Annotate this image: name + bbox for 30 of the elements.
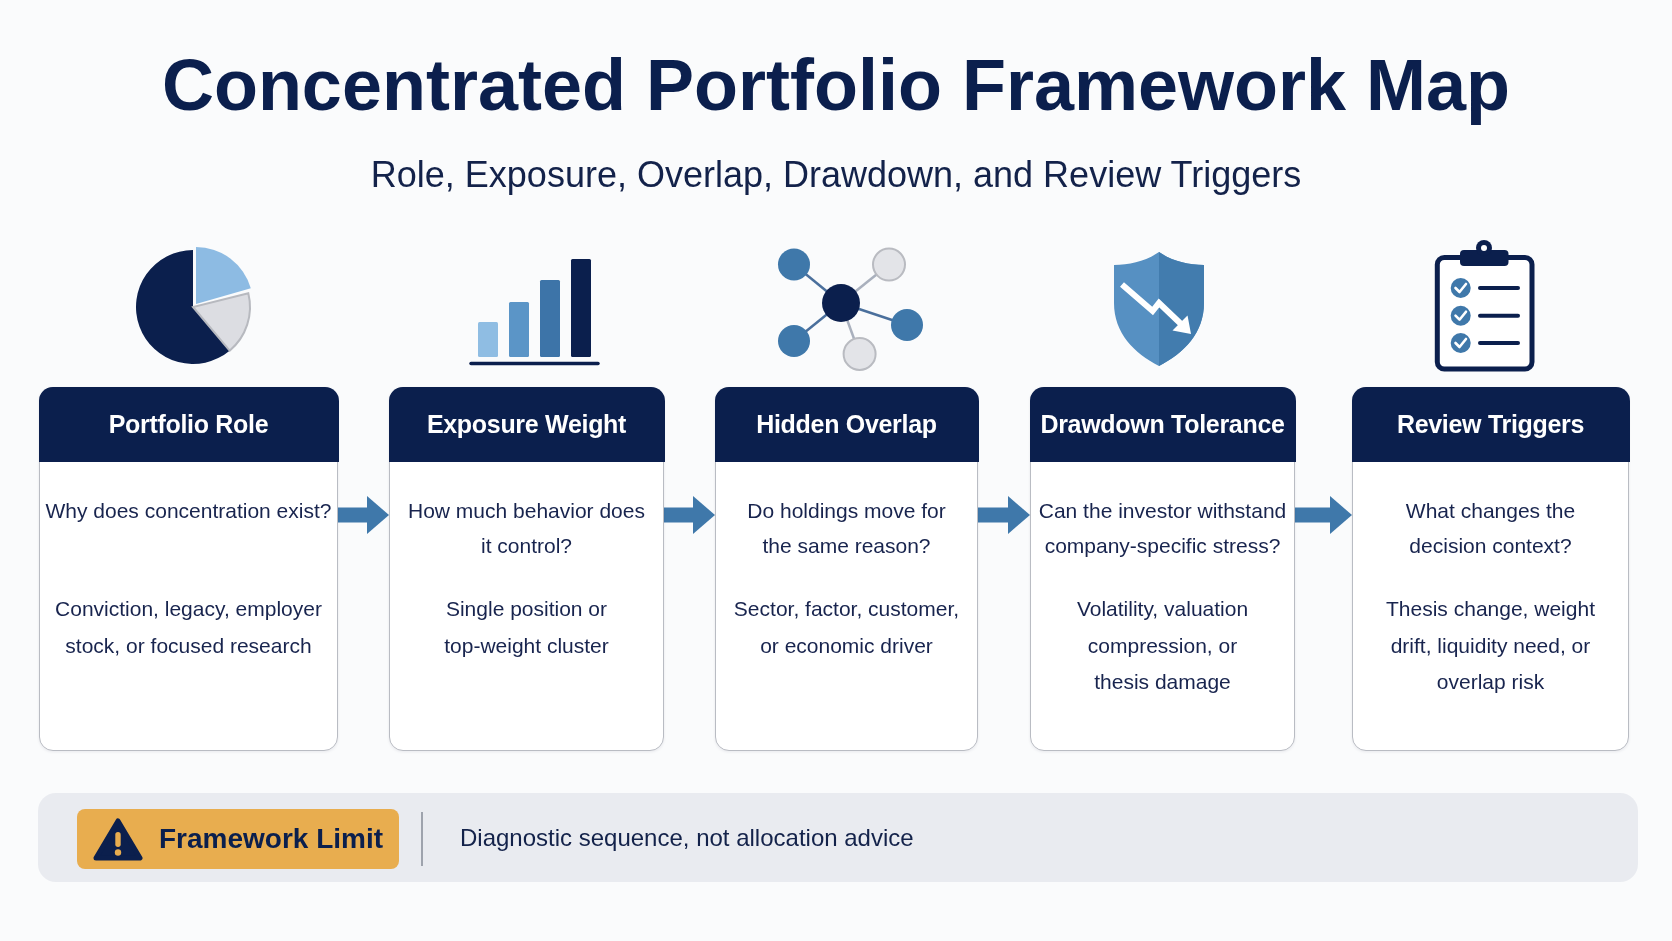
note-text: Diagnostic sequence, not allocation advice — [460, 823, 914, 853]
warning-badge — [77, 809, 399, 869]
question-text: Can the investor withstand company-specific stress? — [1037, 498, 1288, 559]
detail-text: Thesis change, weight drift, liquidity need, or overlap risk — [1385, 596, 1596, 695]
arrow — [1295, 496, 1352, 534]
step-card — [389, 387, 664, 751]
card-header: Review Triggers — [1351, 386, 1630, 462]
question-text: Do holdings move for the same reason? — [746, 498, 947, 559]
detail-text: Single position or top-weight cluster — [443, 596, 610, 659]
step-card — [1352, 387, 1629, 751]
question-text: How much behavior does it control? — [407, 498, 646, 559]
title: Concentrated Portfolio Framework Map — [161, 44, 1511, 127]
badge-label: Framework Limit — [159, 822, 384, 856]
step-card — [715, 387, 978, 751]
card-header: Hidden Overlap — [714, 386, 979, 462]
note-bar — [38, 793, 1638, 882]
arrow — [338, 496, 389, 534]
card-header: Drawdown Tolerance — [1029, 386, 1296, 462]
step-card — [1030, 387, 1295, 751]
detail-text: Sector, factor, customer, or economic driver — [732, 596, 961, 659]
card-header: Portfolio Role — [38, 386, 339, 462]
question-text: What changes the decision context? — [1404, 498, 1577, 559]
detail-text: Volatility, valuation compression, or thesis damage — [1075, 596, 1250, 695]
card-header: Exposure Weight — [388, 386, 665, 462]
arrow — [978, 496, 1030, 534]
step-card — [39, 387, 338, 751]
arrow — [664, 496, 715, 534]
detail-text: Conviction, legacy, employer stock, or focused research — [54, 596, 323, 659]
subtitle: Role, Exposure, Overlap, Drawdown, and Review Triggers — [370, 153, 1302, 197]
question-text: Why does concentration exist? — [45, 498, 332, 524]
